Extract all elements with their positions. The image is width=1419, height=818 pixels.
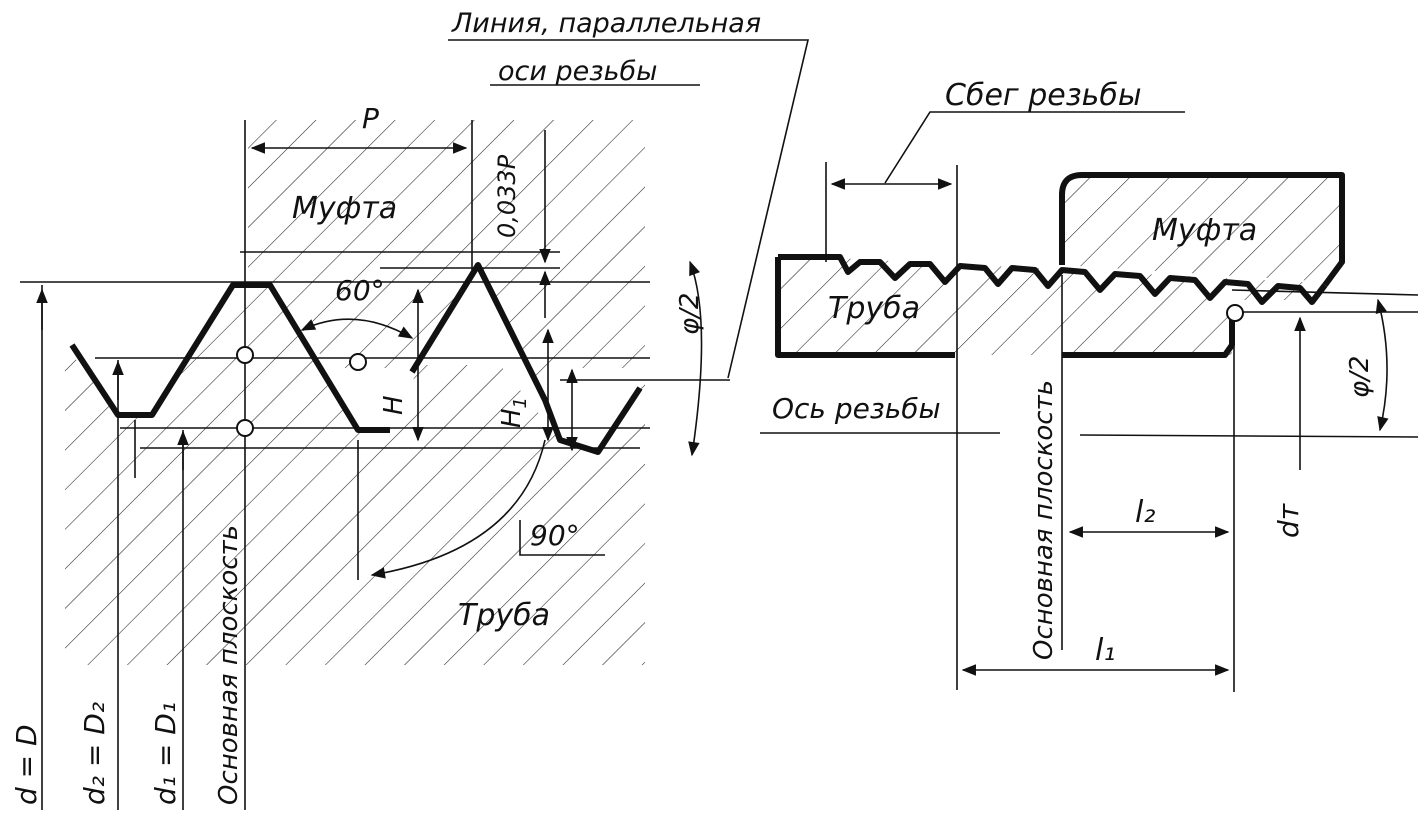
pipe-outline-right: [1062, 318, 1235, 358]
label-angle-half-left: φ/2: [675, 293, 705, 335]
label-coupling-right: Муфта: [1152, 213, 1257, 248]
pipe-outline-left: [775, 257, 955, 358]
angle-90-leader: [519, 520, 605, 556]
label-thread-runout: Сбег резьбы: [945, 78, 1142, 113]
label-h1: H1: [497, 397, 531, 428]
label-l2: l₂: [1135, 495, 1155, 530]
angle-half-arc-left: [688, 260, 703, 457]
label-d-eq-D: d = D: [10, 724, 43, 805]
label-angle-half-right: φ/2: [1345, 356, 1375, 398]
pitch-point-circle-right: [1226, 304, 1244, 322]
label-base-plane-right: Основная плоскость: [1029, 380, 1059, 660]
label-dt: dт: [1272, 503, 1305, 538]
label-pitch: P: [362, 102, 379, 135]
label-d2-eq-D2: d₂ = D₂: [78, 702, 111, 805]
label-parallel-line-2: оси резьбы: [498, 56, 657, 87]
label-pipe-right: Труба: [828, 291, 920, 326]
left-thread-profile: Линия, параллельная оси резьбы P Муфта 0…: [10, 8, 810, 810]
crest-ref-line-right: [1231, 289, 1419, 296]
label-d1-eq-D1: d₁ = D₁: [149, 702, 182, 805]
pitch-point-circle: [236, 346, 254, 364]
label-0033p: 0,033P: [493, 154, 521, 238]
coupling-hatch-right: [1060, 172, 1345, 282]
angle-90-arc: [370, 439, 546, 579]
coupling-outline-right: [1059, 172, 1345, 287]
label-l1: l₁: [1095, 633, 1115, 668]
profile-point-circle: [349, 353, 367, 371]
angle-half-arc-right: [1375, 298, 1389, 432]
thread-axis-line-2: [1079, 434, 1419, 438]
label-coupling-left: Муфта: [292, 191, 397, 226]
parallel-line-leader: [448, 39, 810, 379]
label-base-plane-left: Основная плоскость: [214, 525, 244, 805]
label-angle-90: 90°: [530, 519, 580, 552]
label-angle-60: 60°: [335, 274, 385, 307]
angle-60-arc: [300, 318, 414, 339]
pipe-thread-outline: [778, 254, 1328, 305]
inner-point-circle: [236, 419, 254, 437]
label-pipe-left: Труба: [458, 598, 550, 633]
runout-leader: [884, 111, 1185, 184]
label-thread-axis: Ось резьбы: [772, 392, 941, 425]
label-h: H: [379, 395, 409, 415]
right-assembly-view: Сбег резьбы Муфта Труба Ось резьбы Основ…: [760, 78, 1419, 692]
label-parallel-line: Линия, параллельная: [451, 8, 761, 39]
